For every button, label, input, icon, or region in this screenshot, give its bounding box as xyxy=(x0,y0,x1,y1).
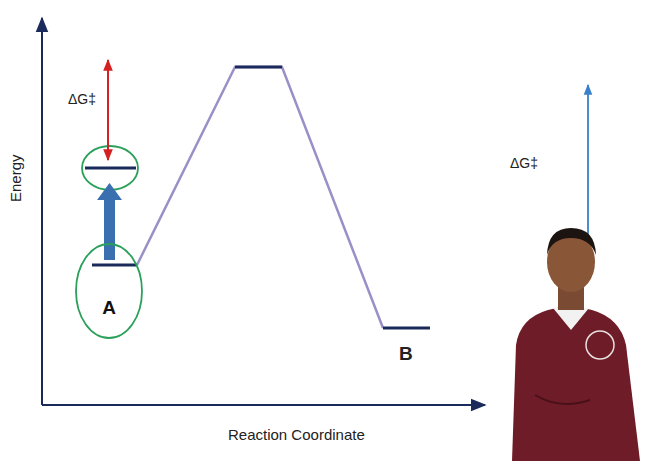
transition-level xyxy=(235,66,282,69)
annotation-circle-node: A xyxy=(75,243,143,339)
barrier-arrow xyxy=(107,60,109,160)
product-level xyxy=(383,327,430,330)
y-axis xyxy=(41,18,43,405)
axis-label: Reaction Coordinate xyxy=(228,427,365,444)
excitation-arrow xyxy=(104,198,115,260)
reactant-level xyxy=(92,264,137,267)
annotation-circle xyxy=(82,146,138,190)
state-label: A xyxy=(102,298,116,319)
delta-g-label: ΔG‡ xyxy=(68,92,96,107)
presenter-figure xyxy=(512,228,640,461)
state-label: B xyxy=(399,344,413,365)
axis-label: Energy xyxy=(8,154,25,202)
excitation-arrowhead xyxy=(97,183,122,200)
x-axis xyxy=(42,404,485,406)
energy-curve xyxy=(137,67,383,328)
circle-outline xyxy=(75,243,143,339)
raised-level xyxy=(85,167,136,170)
delta-g-label: ΔG‡ xyxy=(510,156,538,171)
